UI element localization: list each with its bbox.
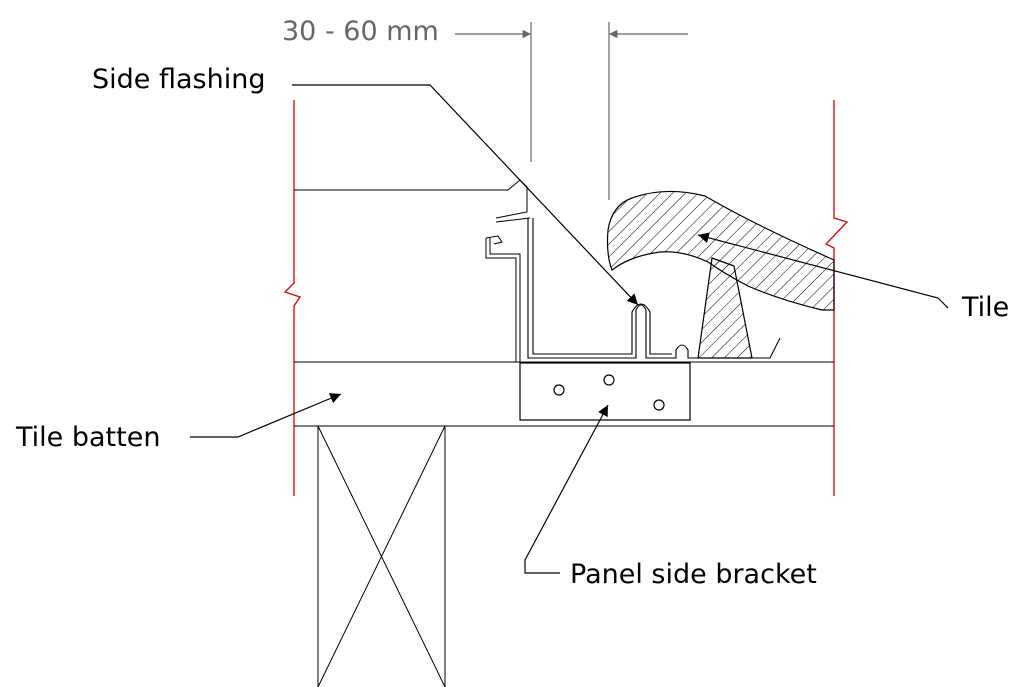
bracket-hole-2 [603,374,615,386]
tile-section [606,190,835,359]
side-flashing-leader [292,84,639,306]
rafter [317,425,446,687]
side-flashing-label: Side flashing [92,64,266,95]
dimension-marker [455,22,688,200]
dimension-label: 30 - 60 mm [282,16,439,47]
tile-label: Tile [962,292,1010,323]
bracket-hole-1 [553,384,565,396]
tile-leader [697,232,949,309]
tile-batten-label: Tile batten [16,422,161,453]
leader-lines [190,84,949,574]
tile-batten-leader [190,393,342,438]
bracket-hole-3 [653,399,665,411]
tile-batten [294,361,834,427]
panel-side-bracket-leader [524,404,609,574]
bracket-clip [485,217,531,362]
roof-panel [294,179,528,219]
panel-side-bracket-label: Panel side bracket [570,559,817,590]
left-break-line [283,100,302,496]
side-flashing-profile [527,218,781,359]
